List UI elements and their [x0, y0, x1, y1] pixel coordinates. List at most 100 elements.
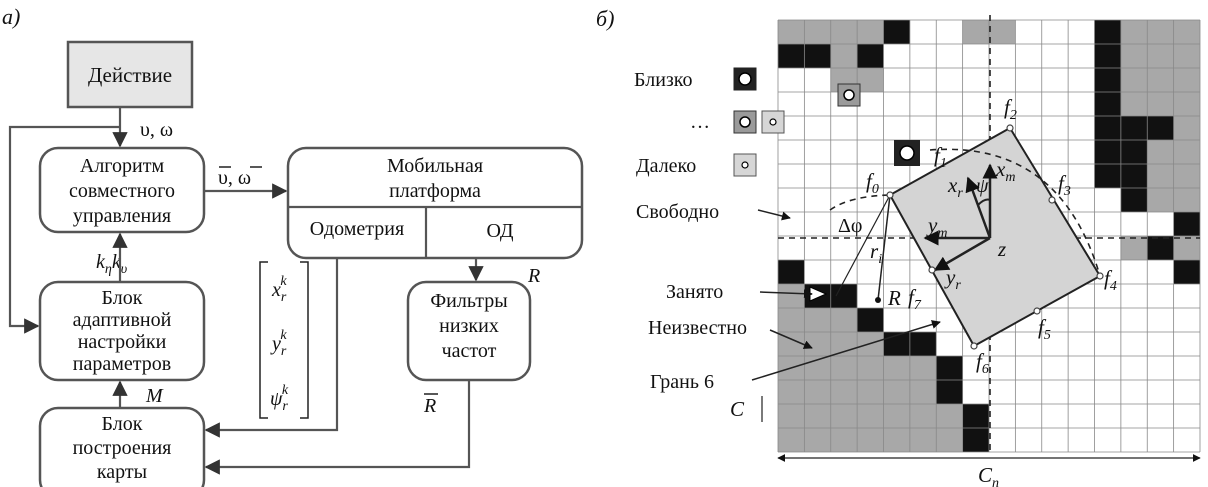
grid-cell: [883, 236, 910, 260]
grid-cell: [1068, 140, 1095, 164]
legend-close: Близко: [634, 69, 693, 91]
grid-cell: [804, 164, 831, 188]
grid-cell: [830, 140, 858, 164]
platform-line1: Мобильная: [387, 155, 483, 177]
feedback-to-adaptive-arrow: [8, 125, 120, 334]
grid-cell: [1120, 260, 1148, 284]
grid-cell: [1147, 20, 1174, 44]
algorithm-line2: совместного: [69, 180, 175, 202]
grid-cell: [1147, 116, 1174, 140]
grid-cell: [883, 92, 910, 116]
grid-cell: [778, 188, 805, 212]
grid-cell: [962, 44, 989, 68]
grid-cell: [1120, 212, 1148, 236]
coord-x: xrk: [271, 274, 287, 305]
adaptive-line1: Блок: [102, 287, 143, 309]
grid-cell: [1068, 20, 1095, 44]
grid-cell: [804, 68, 831, 92]
grid-cell: [830, 404, 858, 428]
corner-points: [886, 124, 1104, 350]
grid-cell: [883, 404, 910, 428]
grid-cell: [830, 212, 858, 236]
grid-cell: [1094, 164, 1121, 188]
map-line3: карты: [97, 461, 147, 483]
corner-f4: f4: [1104, 266, 1117, 294]
grid-cell: [1120, 356, 1148, 380]
legend-close-dot: [738, 72, 752, 86]
corner-f0: f0: [866, 169, 879, 197]
grid-cell: [936, 44, 963, 68]
grid-cell: [1120, 164, 1148, 188]
grid-cell: [804, 428, 831, 452]
grid-cell: [778, 20, 805, 44]
corner-f3: f3: [1058, 171, 1071, 199]
unknown-pointer: [769, 329, 813, 349]
grid-cell: [1147, 92, 1174, 116]
map-line1: Блок: [102, 413, 143, 435]
signals-mid: υ, ω: [218, 167, 251, 189]
grid-cell: [1041, 140, 1069, 164]
grid-cell: [778, 236, 805, 260]
grid-cell: [1147, 164, 1174, 188]
grid-cell: [778, 308, 805, 332]
label-yr: yr: [944, 265, 961, 293]
sensor-arc-right: [929, 148, 1101, 277]
filters-line3: частот: [442, 340, 497, 362]
grid-cell: [857, 20, 884, 44]
grid-cell: [1120, 188, 1148, 212]
psi-arc: [977, 198, 991, 206]
grid-cell: [883, 428, 910, 452]
grid-cell: [883, 380, 910, 404]
coords-bracket-left: [259, 261, 268, 419]
grid-cell: [804, 44, 831, 68]
grid-cell: [804, 236, 831, 260]
grid-cell: [830, 116, 858, 140]
grid-cell: [1147, 284, 1174, 308]
grid-cell: [778, 164, 805, 188]
label-psi: ψ: [976, 175, 989, 197]
grid-cell: [1173, 332, 1200, 356]
grid-cell: [1147, 428, 1174, 452]
grid-cell: [857, 380, 884, 404]
grid-cell: [1147, 404, 1174, 428]
grid-cell: [1094, 236, 1121, 260]
grid-cell: [883, 308, 910, 332]
grid-cell: [1041, 44, 1069, 68]
grid-cell: [804, 404, 831, 428]
grid-cell: [962, 20, 989, 44]
grid-cell: [778, 140, 805, 164]
yr-axis: [933, 236, 991, 272]
grid-cell: [1041, 428, 1069, 452]
legend-far: Далеко: [636, 155, 696, 177]
grid-cell: [909, 44, 937, 68]
platform-line2: платформа: [389, 180, 481, 202]
label-face6: Грань 6: [650, 371, 714, 393]
grid-cell: [1147, 188, 1174, 212]
grid-cell: [962, 116, 989, 140]
grid-cell: [936, 356, 963, 380]
grid-cell: [830, 284, 858, 308]
corner-f2: f2: [1004, 95, 1017, 123]
grid-cell: [1068, 356, 1095, 380]
grid-cell: [1173, 20, 1200, 44]
grid-cell: [1120, 68, 1148, 92]
grid-cell: [909, 68, 937, 92]
map-mid-cell-dot: [843, 89, 855, 101]
legend-mid-dot: [739, 116, 751, 128]
grid-cell: [1068, 44, 1095, 68]
sensor-arc-left: [829, 194, 891, 211]
grid-cell: [804, 92, 831, 116]
adaptive-line3: настройки: [78, 331, 167, 353]
grid-cell: [1094, 92, 1121, 116]
grid-cell: [962, 92, 989, 116]
action-box: [66, 40, 194, 109]
grid-cell: [1120, 404, 1148, 428]
grid-cell: [1068, 428, 1095, 452]
corner-f1: f1: [934, 143, 947, 171]
ray-ri: [877, 194, 891, 301]
grid-cell: [1173, 404, 1200, 428]
grid-cell: [1120, 380, 1148, 404]
grid-cell: [1173, 356, 1200, 380]
grid-cell: [830, 380, 858, 404]
